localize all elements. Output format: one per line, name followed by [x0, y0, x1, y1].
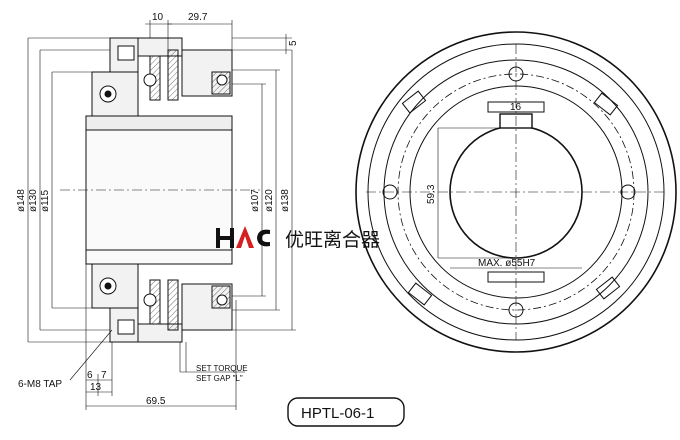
model-label-box: HPTL-06-1: [287, 397, 405, 427]
front-view: [355, 31, 677, 353]
dim-5: 5: [288, 40, 299, 46]
side-dimension-lines: [27, 20, 296, 410]
slot-bottom-right: [595, 276, 621, 300]
note-set-gap: SET GAP "L": [196, 374, 243, 383]
slot-top-left: [401, 90, 427, 114]
lower-small-block: [117, 319, 135, 335]
dim-d120: ø120: [264, 189, 275, 212]
dim-d130: ø130: [28, 189, 39, 212]
outer-rim: [355, 31, 677, 353]
model-label: HPTL-06-1: [301, 405, 374, 422]
side-dimension-text: 10 29.7 5 ø148 ø130 ø115 ø107 ø120 ø138 …: [16, 12, 299, 407]
dim-59-3: 59.3: [426, 184, 437, 204]
lower-spring-circle: [216, 294, 228, 306]
note-set-torque: SET TORQUE: [196, 364, 248, 373]
upper-friction-plate-2: [167, 49, 179, 101]
dim-7: 7: [101, 370, 107, 381]
dim-d115: ø115: [40, 190, 51, 212]
upper-spring-circle: [216, 74, 228, 86]
brand-name-cn: 优旺离合器: [285, 229, 380, 251]
upper-bearing-ball-inner: [104, 90, 112, 98]
hac-logo-mark: [216, 226, 270, 248]
dim-bore: MAX. ø55H7: [478, 258, 536, 269]
dim-d148: ø148: [16, 189, 27, 212]
lower-bearing-ball-inner: [104, 282, 112, 290]
upper-small-block: [117, 45, 135, 61]
dim-tap: 6-M8 TAP: [18, 379, 62, 390]
slot-top-right: [593, 92, 619, 116]
dim-d107: ø107: [250, 189, 261, 212]
hub-keyway: [85, 115, 233, 131]
dim-6: 6: [87, 370, 93, 381]
slot-bottom-left: [407, 282, 433, 306]
side-section-view: [60, 37, 260, 343]
lower-friction-plate-2: [167, 279, 179, 331]
lower-pressure-ball: [143, 293, 157, 307]
dim-d138: ø138: [280, 189, 291, 212]
dim-13: 13: [90, 382, 102, 393]
front-dimension-text: 16 59.3 MAX. ø55H7: [426, 102, 536, 269]
dim-keyway-16: 16: [510, 102, 522, 113]
upper-pressure-ball: [143, 73, 157, 87]
dim-29-7: 29.7: [188, 12, 208, 23]
brand-logo: 优旺离合器: [216, 226, 380, 251]
dim-69-5: 69.5: [146, 396, 166, 407]
dim-10: 10: [152, 12, 164, 23]
